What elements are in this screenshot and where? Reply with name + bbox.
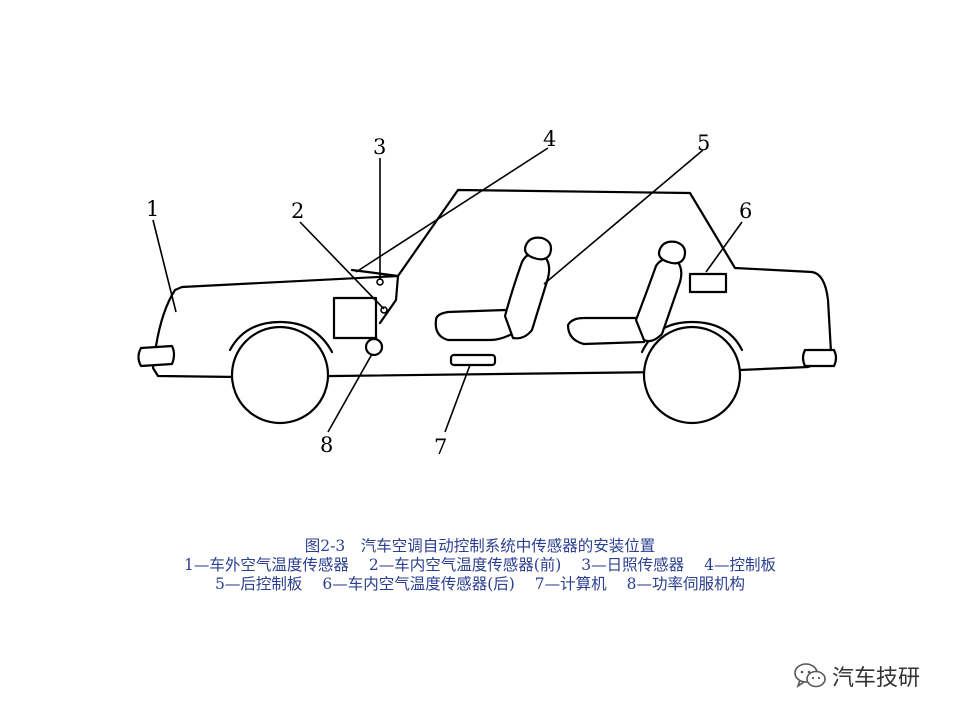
- leader-line-1: [152, 219, 177, 313]
- rear-bumper: [801, 348, 838, 368]
- callout-1: 1: [146, 197, 159, 221]
- inner-temp-sensor-rear: [688, 272, 728, 294]
- callout-4: 4: [543, 127, 556, 151]
- callout-8: 8: [320, 433, 333, 457]
- legend-line-1: 1—车外空气温度传感器 2—车内空气温度传感器(前) 3—日照传感器 4—控制板: [0, 556, 960, 574]
- watermark: 汽车技研: [792, 660, 920, 692]
- rear-wheel: [642, 325, 742, 425]
- callout-5: 5: [697, 131, 710, 155]
- leader-line-8: [327, 353, 373, 433]
- computer-unit: [449, 353, 497, 367]
- rear-headrest: [657, 240, 687, 265]
- figure-caption-title: 图2-3 汽车空调自动控制系统中传感器的安装位置: [304, 537, 656, 555]
- leader-line-4: [355, 147, 549, 273]
- front-wheel: [230, 325, 330, 425]
- leader-line-5: [543, 149, 704, 285]
- legend-item: 3—日照传感器: [581, 556, 685, 574]
- rear-seat-back: [634, 257, 683, 343]
- watermark-text: 汽车技研: [832, 666, 921, 691]
- callout-2: 2: [291, 199, 304, 223]
- legend-item: 7—计算机: [534, 575, 607, 593]
- front-seat-back: [503, 251, 551, 340]
- legend-item: 2—车内空气温度传感器(前): [368, 556, 562, 574]
- callout-7: 7: [434, 435, 447, 459]
- dashboard-line: [350, 268, 400, 325]
- legend-item: 5—后控制板: [214, 575, 303, 593]
- legend-line-2: 5—后控制板 6—车内空气温度传感器(后) 7—计算机 8—功率伺服机构: [0, 575, 960, 593]
- front-wheel-arch: [228, 320, 334, 354]
- rear-seat-cushion: [566, 316, 648, 346]
- leader-line-6: [705, 221, 743, 273]
- callout-6: 6: [739, 199, 752, 223]
- legend-item: 8—功率伺服机构: [626, 575, 746, 593]
- power-servo: [364, 337, 384, 357]
- front-bumper: [137, 344, 176, 368]
- callout-3: 3: [373, 135, 386, 159]
- legend-item: 6—车内空气温度传感器(后): [322, 575, 515, 593]
- front-headrest: [523, 236, 553, 261]
- leader-line-7: [444, 364, 471, 433]
- legend-item: 1—车外空气温度传感器: [183, 556, 349, 574]
- computer-box-front: [332, 296, 378, 340]
- wechat-icon: [794, 663, 826, 688]
- front-seat-cushion: [434, 308, 514, 342]
- legend-item: 4—控制板: [704, 556, 777, 574]
- leader-line-2: [299, 221, 385, 310]
